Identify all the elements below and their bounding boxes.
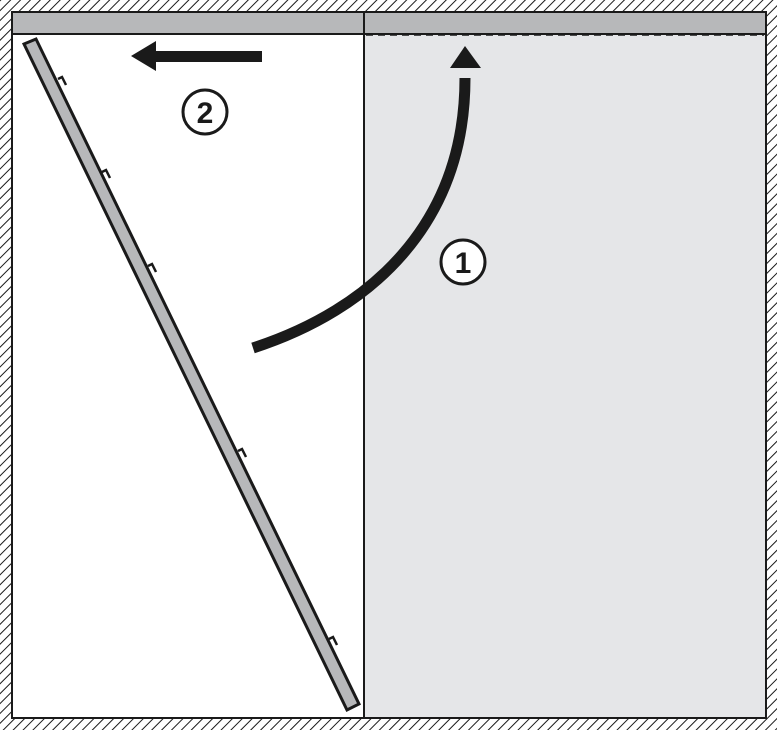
left-arrow-icon	[131, 41, 262, 71]
wall-left	[0, 0, 12, 730]
wall-top	[0, 0, 777, 12]
tilted-board	[21, 37, 361, 713]
board-body	[21, 37, 361, 713]
curved-arrow-head	[450, 46, 481, 68]
step-two-marker: 2	[181, 88, 229, 136]
wall-right	[766, 0, 777, 730]
top-rail	[11, 11, 767, 35]
fixed-panel	[363, 33, 767, 719]
left-arrow-shaft	[152, 51, 262, 62]
step-one-marker: 1	[439, 238, 487, 286]
curved-arrow-icon	[251, 46, 481, 354]
board-clip	[237, 447, 248, 458]
board-clip	[57, 75, 68, 86]
step-one-circle	[439, 238, 487, 286]
board-clip	[328, 635, 339, 646]
wall-bottom	[0, 718, 777, 730]
board-clip	[147, 262, 158, 273]
left-arrow-head	[131, 41, 156, 71]
curved-arrow-shaft	[251, 77, 471, 354]
board-clip	[101, 168, 112, 179]
step-two-circle	[181, 88, 229, 136]
step-one-label: 1	[455, 247, 472, 280]
step-two-label: 2	[197, 97, 214, 130]
